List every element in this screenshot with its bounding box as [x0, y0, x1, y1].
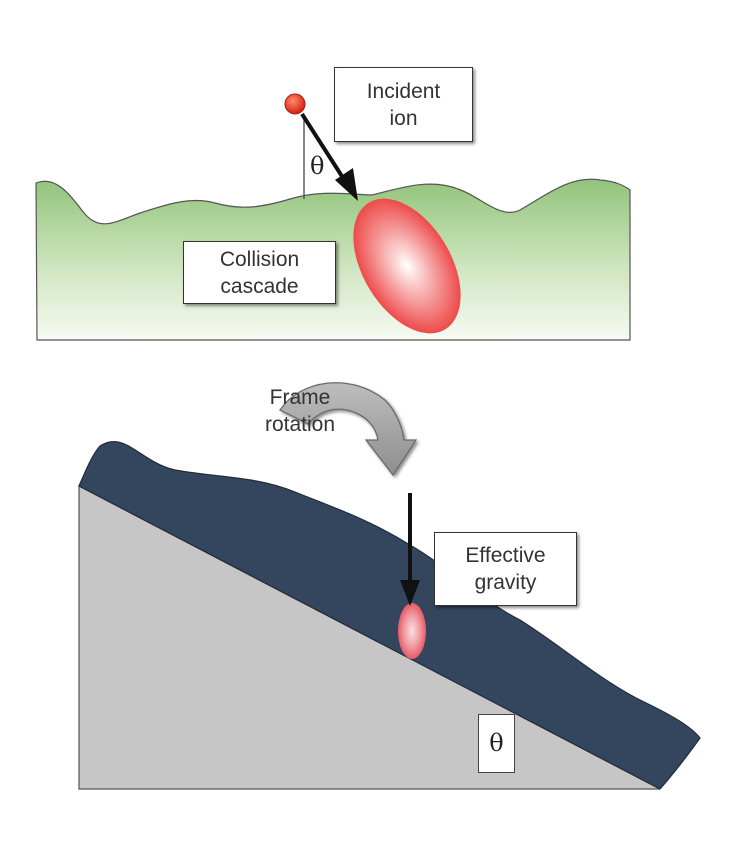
- rotation-arrow-icon: [279, 382, 418, 477]
- collision-cascade-label: Collision cascade: [183, 241, 336, 304]
- incident-ion-line-2: ion: [389, 106, 418, 130]
- collision-cascade-region: [353, 198, 461, 334]
- incident-ion-line-1: Incident: [366, 79, 441, 103]
- slope-angle-label: θ: [478, 714, 515, 773]
- collision-cascade-line-1: Collision: [219, 247, 300, 271]
- frame-rotation-line-1: Frame: [269, 386, 331, 409]
- effective-gravity-label: Effective gravity: [434, 532, 577, 606]
- collision-cascade-line-2: cascade: [220, 274, 299, 298]
- gravity-arrow-head: [400, 580, 420, 606]
- slope-angle-symbol: θ: [489, 729, 504, 757]
- ion-trajectory-line: [300, 112, 347, 183]
- incidence-angle-symbol: θ: [310, 152, 325, 180]
- frame-rotation-line-2: rotation: [264, 413, 336, 436]
- incident-ion-particle: [284, 93, 306, 115]
- effective-gravity-line-1: Effective: [465, 544, 546, 567]
- incident-ion-label: Incident ion: [334, 67, 473, 142]
- effective-gravity-line-2: gravity: [474, 571, 537, 594]
- frame-rotation-label: Frame rotation: [255, 384, 345, 438]
- ion-trajectory-arrowhead: [335, 168, 358, 201]
- slope-cascade-region: [398, 603, 426, 659]
